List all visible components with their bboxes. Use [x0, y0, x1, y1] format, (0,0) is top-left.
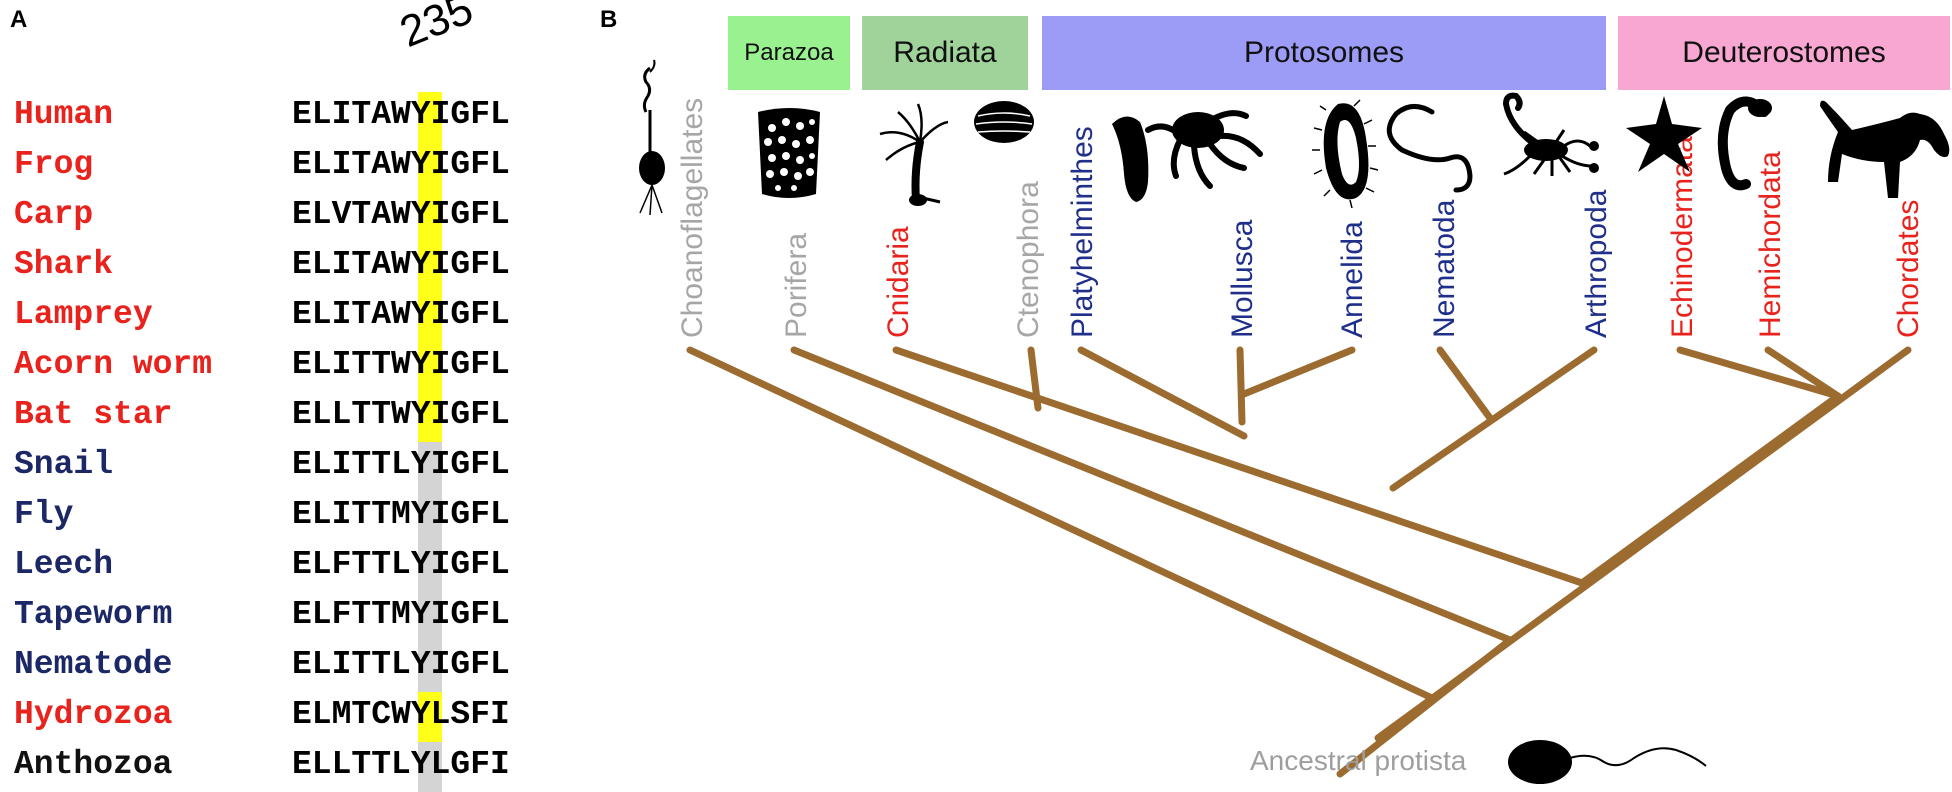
species-name: Anthozoa	[14, 746, 173, 783]
residue-235-highlight	[418, 242, 442, 292]
sequence-text: ELFTTLYIGFL	[292, 546, 510, 583]
tree-branch	[1240, 346, 1356, 398]
sequence-text: ELITAWYIGFL	[292, 146, 510, 183]
sequence-text: ELITTWYIGFL	[292, 346, 510, 383]
sequence-text: ELLTTWYIGFL	[292, 396, 510, 433]
taxon-label: Platyhelminthes	[1066, 126, 1099, 338]
taxon-label: Cnidaria	[882, 226, 915, 338]
residue-235-highlight	[418, 592, 442, 642]
ancestral-protista-label: Ancestral protista	[1250, 745, 1467, 776]
tree-branch	[1077, 346, 1248, 440]
annelid-worm-silhouette-icon	[1312, 99, 1379, 209]
taxon-label: Choanoflagellates	[676, 98, 709, 338]
tree-branch	[1389, 346, 1598, 492]
residue-235-highlight	[418, 92, 442, 142]
tree-branch	[1336, 636, 1514, 778]
residue-235-highlight	[418, 392, 442, 442]
group-header-parazoa: Parazoa	[728, 16, 850, 90]
tree-branch	[1764, 346, 1842, 400]
tree-branch	[1436, 346, 1494, 422]
sequence-text: ELITAWYIGFL	[292, 96, 510, 133]
residue-235-highlight	[418, 742, 442, 792]
tree-branch	[1676, 346, 1842, 400]
species-name: Snail	[14, 446, 114, 483]
octopus-silhouette-icon	[1145, 110, 1263, 189]
species-name: Lamprey	[14, 296, 153, 333]
tree-branch	[790, 346, 1514, 644]
residue-235-highlight	[418, 342, 442, 392]
acorn-worm-silhouette-icon	[1717, 96, 1772, 191]
species-name: Shark	[14, 246, 114, 283]
group-header-radiata: Radiata	[862, 16, 1028, 90]
sequence-text: ELITAWYIGFL	[292, 246, 510, 283]
group-header-label: Deuterostomes	[1682, 36, 1886, 69]
sponge-silhouette-icon	[758, 108, 820, 198]
species-name: Leech	[14, 546, 114, 583]
flagellate-silhouette-icon	[1508, 740, 1707, 784]
taxon-label: Echinodermata	[1666, 136, 1699, 338]
tree-branch	[1578, 392, 1842, 587]
taxon-label: Mollusca	[1226, 219, 1259, 338]
sequence-text: ELVTAWYIGFL	[292, 196, 510, 233]
species-name: Acorn worm	[14, 346, 213, 383]
flatworm-silhouette-icon	[1112, 116, 1149, 202]
choanoflagellate-silhouette-icon	[639, 59, 665, 216]
group-header-label: Radiata	[893, 36, 997, 69]
tree-branches	[686, 346, 1912, 778]
sequence-text: ELMTCWYLSFI	[292, 696, 510, 733]
hydra-silhouette-icon	[879, 103, 949, 206]
tree-branch	[1236, 346, 1246, 426]
taxon-label: Annelida	[1336, 221, 1369, 338]
starfish-silhouette-icon	[1626, 96, 1702, 172]
sequence-text: ELITTLYIGFL	[292, 646, 510, 683]
comb-jelly-silhouette-icon	[974, 101, 1034, 143]
group-header-label: Protosomes	[1243, 36, 1405, 69]
sequence-text: ELITTMYIGFL	[292, 496, 510, 533]
sequence-text: ELITTLYIGFL	[292, 446, 510, 483]
panel-label-a: A	[10, 6, 28, 33]
species-name: Bat star	[14, 396, 173, 433]
sequence-text: ELITAWYIGFL	[292, 296, 510, 333]
species-name: Tapeworm	[14, 596, 173, 633]
residue-235-highlight	[418, 292, 442, 342]
species-name: Fly	[14, 496, 74, 533]
residue-235-highlight	[418, 192, 442, 242]
tree-branch	[892, 346, 1586, 587]
group-header-label: Parazoa	[744, 39, 834, 66]
group-header-deuterostomes: Deuterostomes	[1618, 16, 1950, 90]
species-name: Carp	[14, 196, 94, 233]
scorpion-silhouette-icon	[1502, 92, 1599, 176]
species-name: Human	[14, 96, 114, 133]
residue-235-highlight	[418, 492, 442, 542]
residue-235-highlight	[418, 142, 442, 192]
sequence-text: ELLTTLYLGFI	[292, 746, 510, 783]
species-name: Hydrozoa	[14, 696, 173, 733]
dog-silhouette-icon	[1820, 100, 1950, 198]
tree-branch	[1027, 346, 1042, 412]
tree-branch	[686, 346, 1436, 702]
group-header-protosomes: Protosomes	[1042, 16, 1606, 90]
taxon-label: Hemichordata	[1754, 151, 1787, 338]
taxon-label: Arthropoda	[1580, 189, 1613, 338]
taxon-label: Chordates	[1892, 200, 1925, 338]
residue-235-highlight	[418, 542, 442, 592]
panel-label-b: B	[600, 6, 618, 33]
taxon-label: Ctenophora	[1012, 181, 1045, 338]
sequence-text: ELFTTMYIGFL	[292, 596, 510, 633]
residue-235-highlight	[418, 692, 442, 742]
taxon-label: Nematoda	[1428, 199, 1461, 338]
taxon-label: Porifera	[780, 233, 813, 338]
nematode-silhouette-icon	[1386, 104, 1473, 193]
species-name: Nematode	[14, 646, 173, 683]
species-name: Frog	[14, 146, 94, 183]
residue-235-highlight	[418, 442, 442, 492]
residue-235-highlight	[418, 642, 442, 692]
